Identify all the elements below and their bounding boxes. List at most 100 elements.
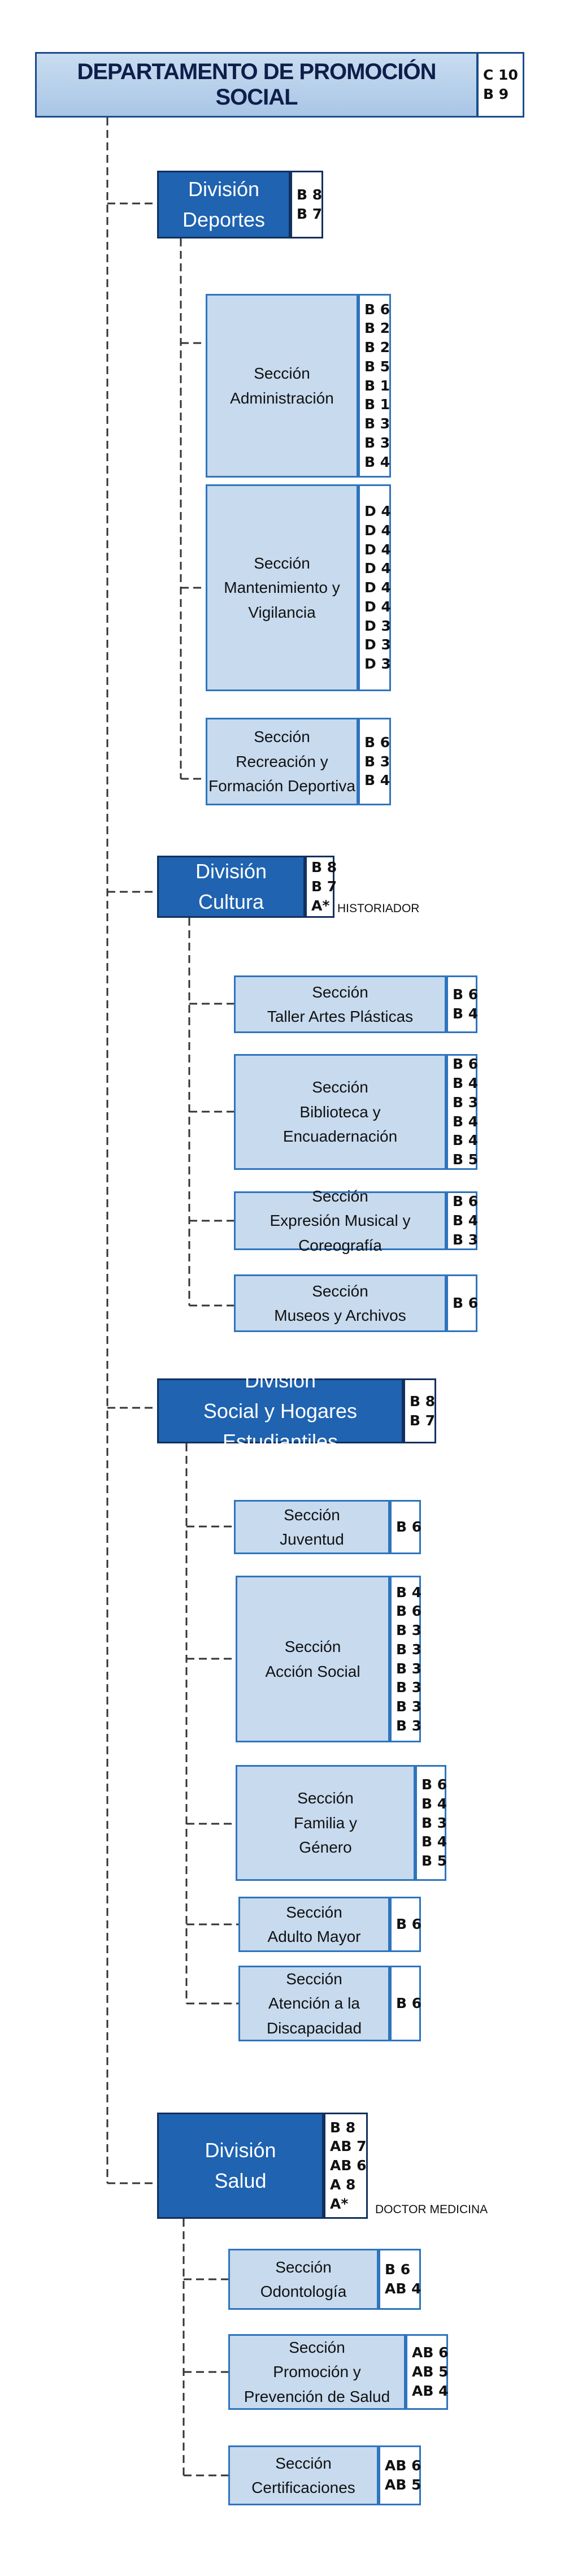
code: D 4	[364, 579, 391, 596]
code: B 3	[396, 1698, 422, 1715]
code: B 6	[453, 1193, 479, 1210]
section-label: Acción Social	[265, 1662, 360, 1680]
section-label: Sección	[312, 983, 368, 1001]
section-label: Odontología	[260, 2283, 347, 2300]
section-label: Promoción y	[273, 2363, 361, 2381]
section-label: Sección	[289, 2338, 345, 2356]
section-administracion: Sección Administración	[206, 294, 358, 478]
section-label: Género	[299, 1838, 352, 1857]
section-mantenimiento: Sección Mantenimiento y Vigilancia	[206, 484, 358, 691]
code: B 5	[453, 1151, 479, 1168]
section-label: Sección	[312, 1187, 368, 1205]
department-title-box: DEPARTAMENTO DE PROMOCIÓN SOCIAL	[35, 52, 478, 118]
department-codes: C 10 B 9	[478, 52, 524, 118]
section-label: Museos y Archivos	[274, 1307, 406, 1324]
code: B 7	[297, 206, 323, 222]
section-label: Sección	[297, 1789, 354, 1807]
code: D 4	[364, 598, 391, 615]
section-label: Adulto Mayor	[267, 1928, 361, 1945]
section-administracion-codes: B 6 B 2 B 2 B 5 B 1 B 1 B 3 B 3 B 4	[358, 294, 391, 478]
code: A*	[330, 2195, 349, 2212]
code: B 5	[364, 358, 390, 375]
code: B 3	[364, 753, 390, 770]
code: B 4	[453, 1132, 479, 1149]
section-museos-codes: B 6	[446, 1274, 478, 1332]
division-label: División	[205, 2139, 276, 2162]
division-salud: División Salud	[157, 2113, 324, 2219]
code: B 3	[364, 415, 390, 432]
division-cultura-note: HISTORIADOR	[337, 902, 420, 915]
section-juventud-codes: B 6	[390, 1500, 421, 1554]
code: B 6	[453, 1056, 479, 1073]
section-label: Sección	[254, 554, 310, 572]
section-label: Certificaciones	[251, 2479, 355, 2496]
code: B 3	[396, 1641, 422, 1658]
section-discapacidad-codes: B 6	[390, 1966, 421, 2041]
section-label: Sección	[312, 1078, 368, 1096]
code: B 4	[364, 772, 390, 789]
division-label: División	[195, 860, 267, 883]
code: D 3	[364, 636, 391, 653]
code: C 10	[483, 67, 518, 84]
division-label: Salud	[214, 2169, 267, 2192]
code: B 6	[396, 1916, 422, 1933]
section-juventud: Sección Juventud	[234, 1500, 390, 1554]
code: B 3	[396, 1660, 422, 1677]
division-label: Social y Hogares Estudiantiles	[203, 1399, 358, 1453]
code: B 8	[330, 2119, 356, 2136]
code: B 4	[453, 1113, 479, 1130]
code: A 8	[330, 2176, 356, 2193]
section-label: Biblioteca y	[299, 1103, 381, 1121]
code: D 4	[364, 560, 391, 577]
section-taller-artes: Sección Taller Artes Plásticas	[234, 975, 446, 1033]
section-label: Sección	[275, 2258, 332, 2276]
code: D 3	[364, 656, 391, 673]
section-accion-social-codes: B 4 B 6 B 3 B 3 B 3 B 3 B 3 B 3	[390, 1576, 421, 1742]
section-recreacion: Sección Recreación y Formación Deportiva	[206, 718, 358, 805]
code: B 4	[396, 1584, 422, 1601]
section-expresion-musical-codes: B 6 B 4 B 3	[446, 1191, 479, 1250]
section-familia-codes: B 6 B 4 B 3 B 4 B 5	[415, 1765, 447, 1881]
code: B 7	[311, 878, 337, 895]
code: B 1	[364, 396, 390, 413]
section-certificaciones-codes: AB 6 AB 5	[379, 2445, 421, 2505]
section-label: Sección	[254, 365, 310, 383]
code: B 4	[453, 1005, 479, 1022]
section-label: Prevención de Salud	[244, 2387, 390, 2405]
division-cultura: División Cultura	[157, 856, 305, 918]
section-label: Sección	[286, 1970, 342, 1988]
code: AB 4	[385, 2280, 421, 2297]
code: D 4	[364, 541, 391, 558]
section-label: Formación Deportiva	[208, 777, 355, 795]
code: B 6	[396, 1519, 422, 1536]
code: B 3	[364, 434, 390, 451]
code: B 4	[421, 1795, 447, 1812]
section-label: Administración	[230, 389, 334, 407]
code: B 4	[364, 453, 390, 470]
code: B 3	[396, 1622, 422, 1638]
code: B 6	[396, 1603, 422, 1620]
section-odontologia: Sección Odontología	[228, 2249, 379, 2310]
section-label: Sección	[286, 1903, 342, 1921]
code: B 8	[297, 187, 323, 203]
section-mantenimiento-codes: D 4 D 4 D 4 D 4 D 4 D 4 D 3 D 3 D 3	[358, 484, 391, 691]
section-label: Sección	[284, 1506, 340, 1524]
department-title: DEPARTAMENTO DE PROMOCIÓN SOCIAL	[77, 59, 436, 110]
code: B 6	[385, 2261, 411, 2278]
code: B 3	[396, 1717, 422, 1734]
code: D 4	[364, 522, 391, 539]
section-biblioteca: Sección Biblioteca y Encuadernación	[234, 1054, 446, 1170]
code: B 6	[421, 1776, 447, 1793]
code: AB 7	[330, 2138, 367, 2155]
code: AB 4	[412, 2382, 449, 2399]
section-label: Sección	[254, 728, 310, 746]
code: AB 5	[385, 2477, 421, 2493]
code: B 6	[364, 734, 390, 751]
section-label: Taller Artes Plásticas	[267, 1008, 414, 1025]
code: B 3	[421, 1814, 447, 1831]
code: B 3	[453, 1094, 479, 1111]
section-label: Vigilancia	[248, 603, 316, 621]
code: B 7	[410, 1412, 436, 1429]
code: B 8	[311, 859, 337, 876]
division-label: Deportes	[182, 208, 266, 231]
